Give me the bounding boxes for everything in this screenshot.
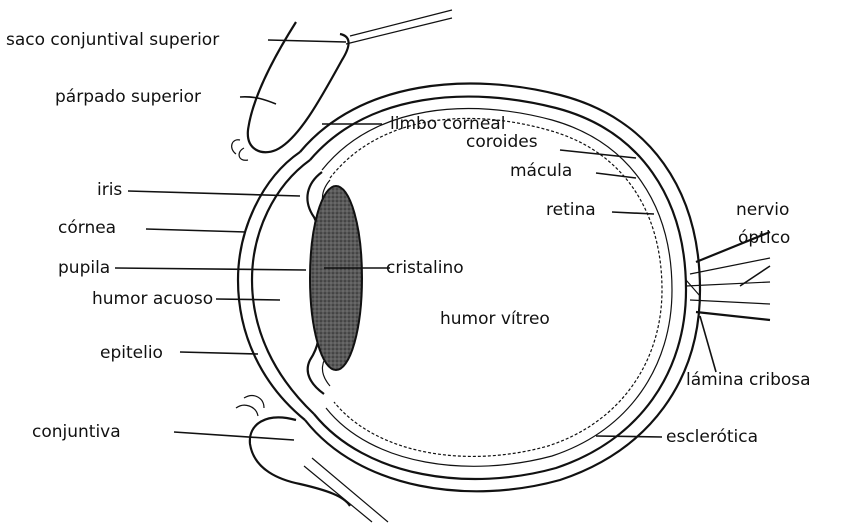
- upper-eyelid-shape: [232, 10, 452, 160]
- label-cristalino: cristalino: [386, 258, 464, 278]
- label-conjuntiva: conjuntiva: [32, 422, 121, 442]
- label-nervio: nervio: [736, 200, 789, 220]
- label-retina: retina: [546, 200, 596, 220]
- label-epitelio: epitelio: [100, 343, 163, 363]
- label-optico: óptico: [738, 228, 790, 248]
- label-macula: mácula: [510, 161, 572, 181]
- label-humor-vitreo: humor vítreo: [440, 309, 550, 329]
- label-coroides: coroides: [466, 132, 538, 152]
- lens-shape: [310, 186, 362, 370]
- label-cornea: córnea: [58, 218, 116, 238]
- label-parpado: párpado superior: [55, 87, 201, 107]
- leader-lines: [115, 40, 770, 440]
- label-iris: iris: [97, 180, 122, 200]
- label-pupila: pupila: [58, 258, 110, 278]
- lower-eyelid-shape: [236, 396, 388, 522]
- label-lamina: lámina cribosa: [686, 370, 811, 390]
- label-limbo: limbo corneal: [390, 114, 505, 134]
- label-humor-acuoso: humor acuoso: [92, 289, 213, 309]
- cornea-shape: [238, 152, 314, 420]
- label-esclerotica: esclerótica: [666, 427, 758, 447]
- label-saco-conjuntival: saco conjuntival superior: [6, 30, 219, 50]
